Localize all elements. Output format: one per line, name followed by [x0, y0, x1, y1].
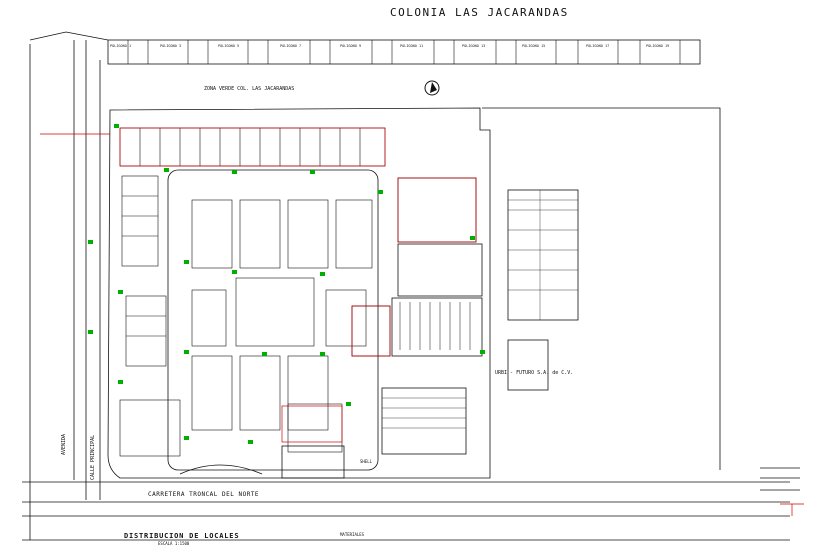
top-lot-label: POLIGONO 9	[340, 44, 362, 48]
top-lot-label: POLIGONO 11	[400, 44, 424, 48]
north-arrow-icon	[424, 80, 440, 96]
street-top-label: ZONA VERDE COL. LAS JACARANDAS	[204, 86, 295, 92]
scale-note: ESCALA 1:1500	[158, 541, 190, 546]
top-lot-label: POLIGONO 13	[462, 44, 486, 48]
main-parcel-outline	[107, 107, 491, 479]
parking-block	[391, 297, 483, 357]
area-summary-table	[381, 387, 467, 455]
highway-label: CARRETERA TRONCAL DEL NORTE	[148, 491, 260, 498]
company-label: URBI - FUTURO S.A. de C.V.	[495, 370, 574, 376]
store-block-3	[351, 305, 391, 357]
left-shop-column	[119, 175, 181, 457]
top-lot-label: POLIGONO 3	[160, 44, 182, 48]
gas-station	[281, 445, 345, 479]
top-lot-label: POLIGONO 17	[586, 44, 610, 48]
top-lot-label: POLIGONO 15	[522, 44, 546, 48]
top-lot-label: POLIGONO 1	[110, 44, 132, 48]
distribution-title: DISTRIBUCION DE LOCALES	[124, 532, 240, 540]
right-lot-outline	[482, 107, 721, 470]
inner-ring-road	[167, 169, 379, 471]
page-title: COLONIA LAS JACARANDAS	[390, 6, 569, 19]
station-label: SHELL	[360, 459, 373, 464]
material-label: MATERIALES	[340, 532, 365, 537]
anchor-store	[397, 177, 477, 243]
top-left-boundary	[29, 31, 109, 41]
right-data-table	[507, 189, 579, 321]
entry-arc	[179, 464, 263, 475]
red-accent-lines	[40, 127, 804, 516]
top-shop-row	[119, 127, 386, 167]
green-markers	[88, 124, 485, 444]
avenue-left-label: AVENIDA	[61, 433, 67, 455]
right-small-table	[507, 339, 549, 391]
top-lot-dividers	[127, 40, 681, 64]
top-lot-label: POLIGONO 5	[218, 44, 240, 48]
parking-stalls	[399, 302, 471, 350]
store-block-2	[397, 243, 483, 297]
top-lot-label: POLIGONO 7	[280, 44, 302, 48]
street-left-label: CALLE PRINCIPAL	[90, 434, 96, 480]
top-lot-label: POLIGONO 19	[646, 44, 670, 48]
top-lot-row	[107, 39, 701, 65]
